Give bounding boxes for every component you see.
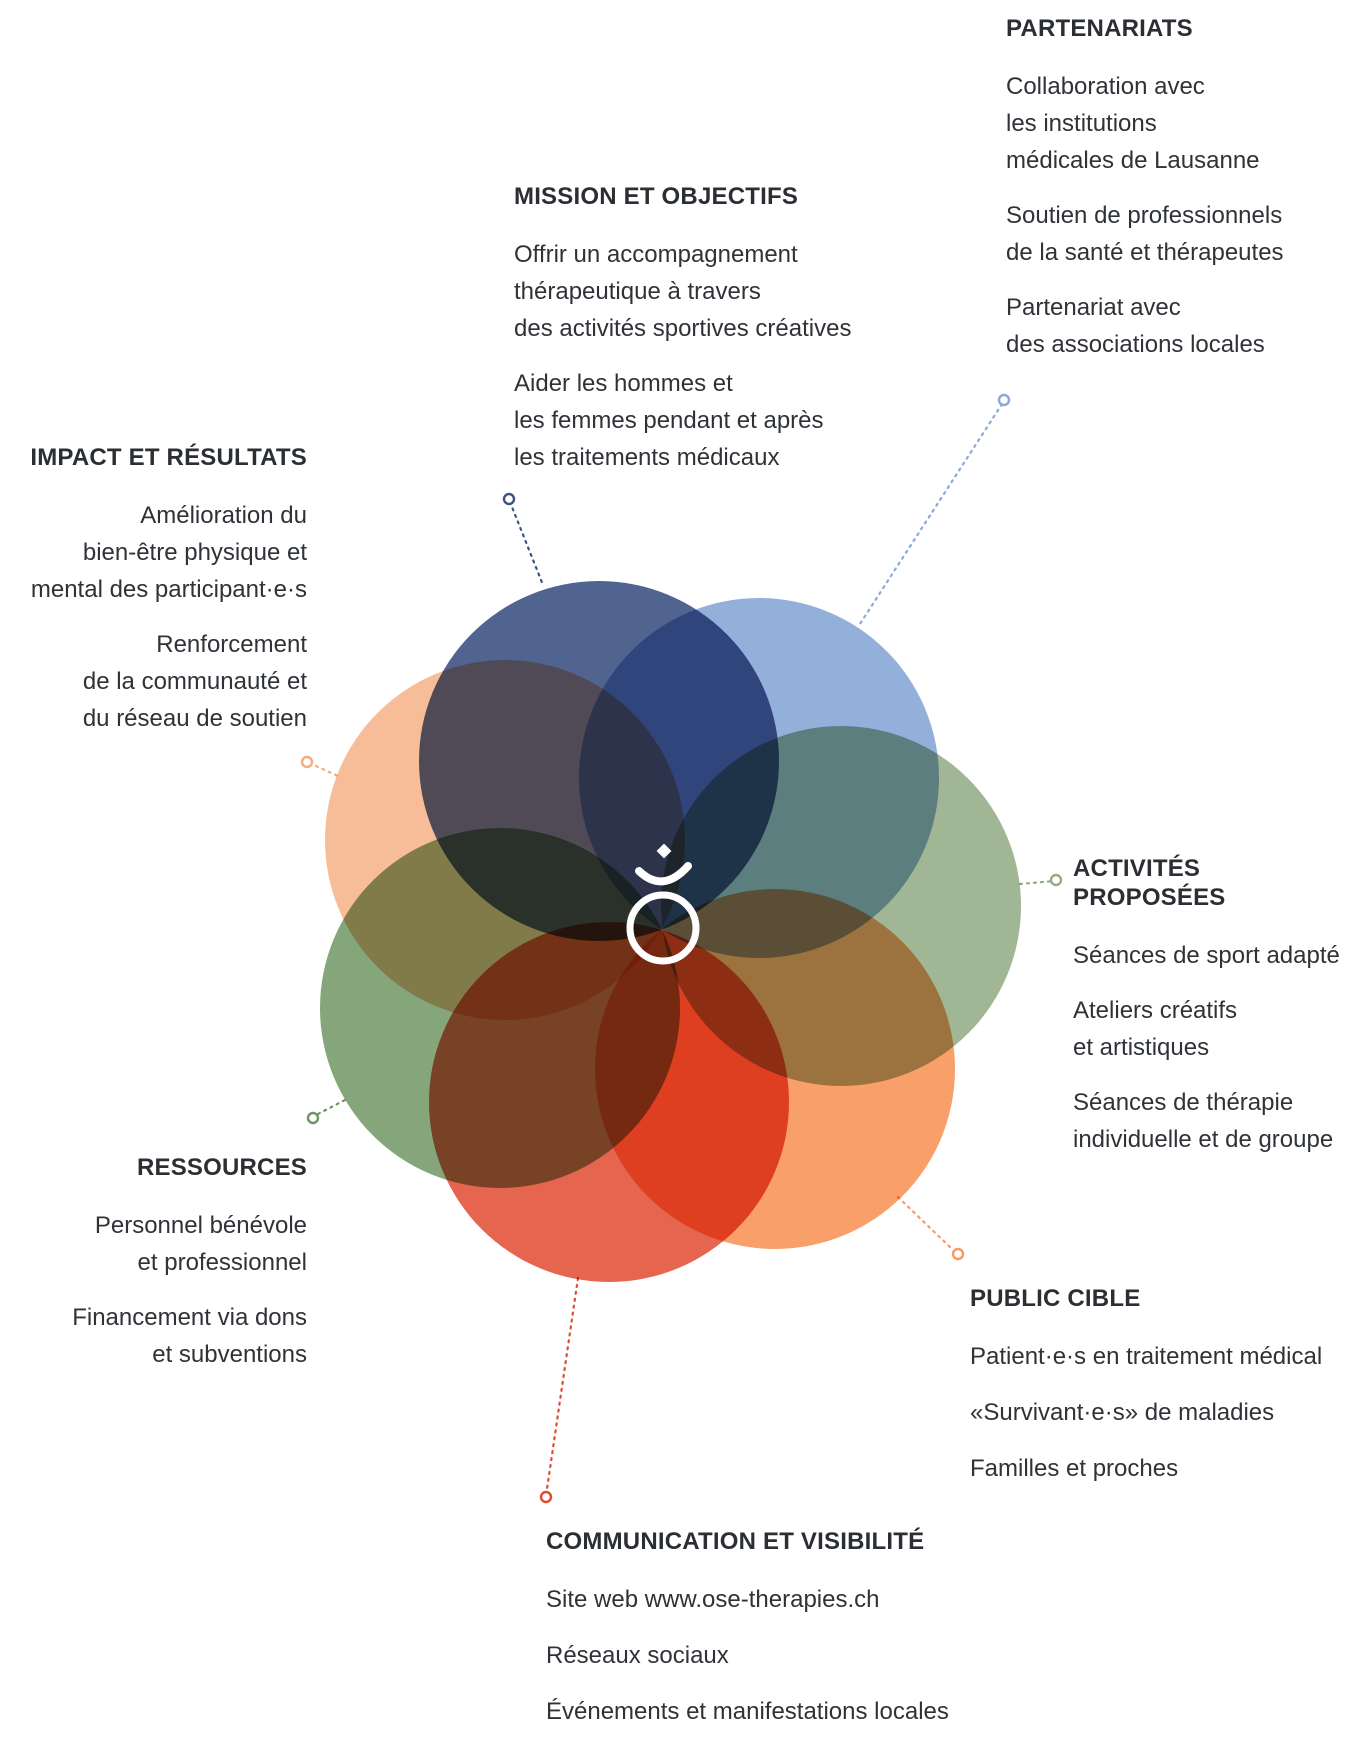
- connector-partenariats: [856, 402, 1004, 629]
- section-title: PARTENARIATS: [1006, 15, 1193, 42]
- list-item: Familles et proches: [970, 1455, 1179, 1482]
- section-activites: ACTIVITÉS PROPOSÉES Séances de sport ada…: [1073, 854, 1358, 1176]
- list-item: Renforcement de la communauté et du rése…: [82, 631, 307, 732]
- marker-mission: [502, 492, 516, 506]
- section-partenariats: PARTENARIATS Collaboration avec les inst…: [1006, 14, 1346, 381]
- marker-ressources: [306, 1111, 320, 1125]
- marker-public: [951, 1247, 965, 1261]
- connector-mission: [508, 500, 545, 587]
- section-communication: COMMUNICATION ET VISIBILITÉ Site web www…: [546, 1527, 1026, 1749]
- marker-impact: [300, 755, 314, 769]
- connector-public: [896, 1195, 955, 1252]
- petal-mission: [419, 581, 779, 941]
- connector-impact: [314, 764, 342, 779]
- list-item: Collaboration avec les institutions médi…: [1006, 73, 1260, 174]
- list-item: Amélioration du bien-être physique et me…: [30, 502, 307, 603]
- list-item: Personnel bénévole et professionnel: [94, 1212, 307, 1276]
- list-item: Soutien de professionnels de la santé et…: [1006, 202, 1284, 266]
- section-title: RESSOURCES: [136, 1154, 307, 1181]
- section-ressources: RESSOURCES Personnel bénévole et profess…: [0, 1153, 307, 1391]
- marker-communication: [539, 1490, 553, 1504]
- section-title: COMMUNICATION ET VISIBILITÉ: [546, 1528, 925, 1555]
- list-item: Partenariat avec des associations locale…: [1006, 294, 1265, 358]
- section-public: PUBLIC CIBLE Patient·e·s en traitement m…: [970, 1284, 1350, 1506]
- list-item: Séances de thérapie individuelle et de g…: [1073, 1089, 1334, 1153]
- section-title: PUBLIC CIBLE: [970, 1285, 1141, 1312]
- list-item: Financement via dons et subventions: [72, 1304, 307, 1368]
- list-item: Ateliers créatifs et artistiques: [1073, 997, 1238, 1061]
- marker-activites: [1049, 873, 1063, 887]
- list-item: Offrir un accompagnement thérapeutique à…: [514, 241, 852, 342]
- list-item: Patient·e·s en traitement médical: [970, 1343, 1323, 1370]
- list-item: Aider les hommes et les femmes pendant e…: [514, 370, 824, 471]
- connector-communication: [545, 1276, 580, 1491]
- connector-ressources: [316, 1098, 347, 1116]
- section-title: IMPACT ET RÉSULTATS: [30, 444, 307, 471]
- ose-logo-icon: [626, 843, 700, 965]
- section-title: MISSION ET OBJECTIFS: [514, 183, 799, 210]
- list-item: Réseaux sociaux: [546, 1642, 729, 1669]
- list-item: Événements et manifestations locales: [546, 1698, 949, 1725]
- list-item: Séances de sport adapté: [1073, 942, 1340, 969]
- list-item: Site web www.ose-therapies.ch: [546, 1586, 880, 1613]
- section-mission: MISSION ET OBJECTIFS Offrir un accompagn…: [514, 182, 914, 494]
- section-title: ACTIVITÉS PROPOSÉES: [1073, 855, 1226, 911]
- connector-activites: [1018, 879, 1056, 886]
- marker-partenariats: [997, 393, 1011, 407]
- section-impact: IMPACT ET RÉSULTATS Amélioration du bien…: [0, 443, 307, 755]
- list-item: «Survivant·e·s» de maladies: [970, 1399, 1275, 1426]
